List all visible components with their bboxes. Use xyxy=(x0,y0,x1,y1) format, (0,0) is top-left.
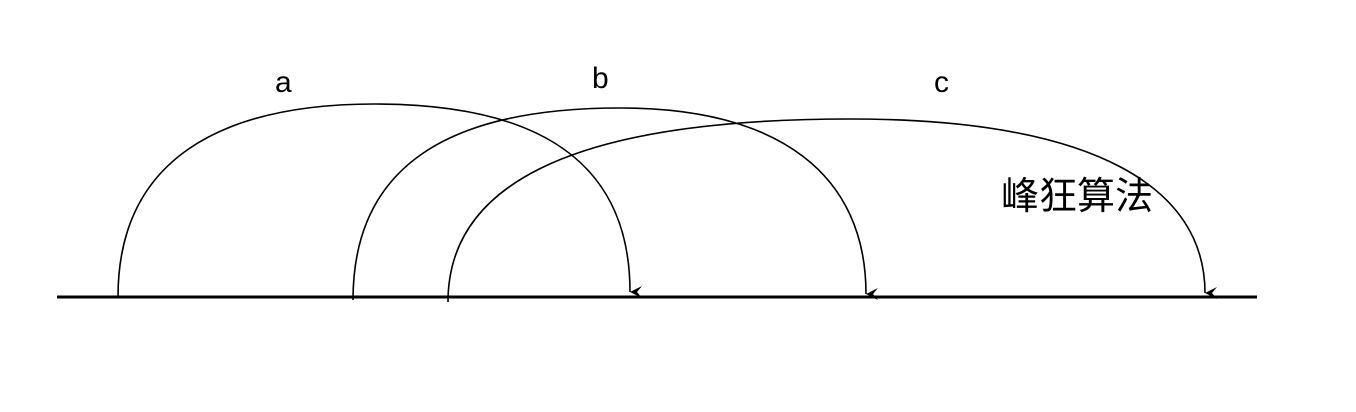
arc-label-a: a xyxy=(275,66,292,99)
arc-c xyxy=(447,118,1218,303)
arc-b xyxy=(352,107,879,301)
arc-a xyxy=(117,103,643,298)
arc-label-c: c xyxy=(934,66,949,99)
watermark-text: 峰狂算法 xyxy=(1001,174,1153,218)
arc-label-b: b xyxy=(592,62,609,95)
